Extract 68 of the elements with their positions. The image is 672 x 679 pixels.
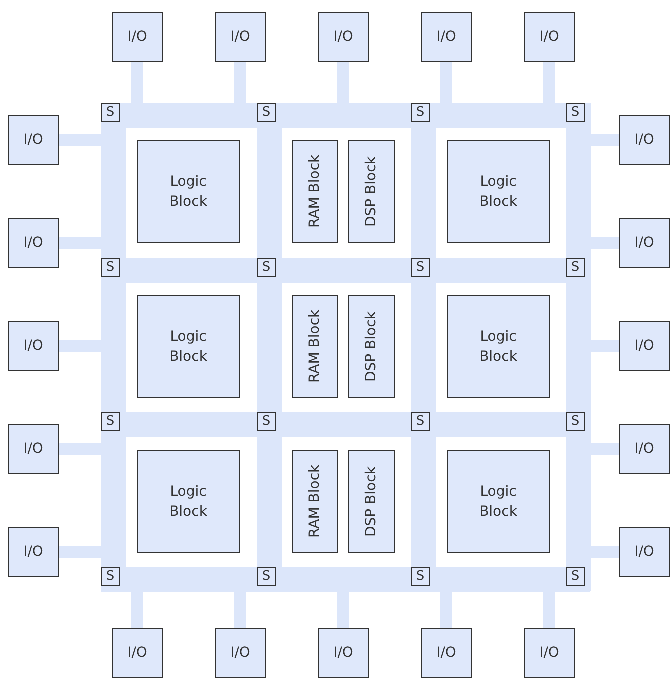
switch-box: S	[411, 412, 430, 431]
io-block: I/O	[619, 321, 670, 371]
io-block: I/O	[318, 12, 369, 62]
ram-block: RAM Block	[292, 295, 338, 398]
connection-line	[234, 591, 246, 628]
connection-line	[590, 237, 619, 249]
io-block: I/O	[112, 12, 163, 62]
switch-box: S	[101, 412, 120, 431]
logic-block: Logic Block	[447, 295, 550, 398]
connection-line	[590, 546, 619, 558]
io-block: I/O	[619, 115, 670, 165]
io-block: I/O	[8, 527, 59, 577]
dsp-block: DSP Block	[348, 450, 395, 553]
io-block: I/O	[8, 424, 59, 474]
connection-line	[590, 443, 619, 455]
logic-block: Logic Block	[137, 295, 240, 398]
switch-box: S	[411, 103, 430, 122]
io-block: I/O	[421, 628, 472, 678]
switch-box: S	[411, 258, 430, 277]
ram-block: RAM Block	[292, 450, 338, 553]
dsp-block: DSP Block	[348, 140, 395, 243]
connection-line	[544, 62, 556, 103]
io-block: I/O	[619, 527, 670, 577]
switch-box: S	[566, 103, 585, 122]
connection-line	[338, 62, 350, 103]
switch-box: S	[257, 103, 276, 122]
switch-box: S	[566, 412, 585, 431]
io-block: I/O	[318, 628, 369, 678]
switch-box: S	[257, 412, 276, 431]
io-block: I/O	[8, 115, 59, 165]
switch-box: S	[101, 258, 120, 277]
io-block: I/O	[619, 424, 670, 474]
io-block: I/O	[524, 628, 575, 678]
dsp-block: DSP Block	[348, 295, 395, 398]
connection-line	[59, 340, 101, 352]
logic-block: Logic Block	[447, 450, 550, 553]
switch-box: S	[257, 567, 276, 586]
io-block: I/O	[8, 218, 59, 268]
io-block: I/O	[215, 628, 266, 678]
connection-line	[132, 62, 144, 103]
connection-line	[590, 134, 619, 146]
connection-line	[440, 591, 452, 628]
switch-box: S	[101, 103, 120, 122]
io-block: I/O	[524, 12, 575, 62]
switch-box: S	[101, 567, 120, 586]
connection-line	[59, 237, 101, 249]
connection-line	[59, 134, 101, 146]
connection-line	[590, 340, 619, 352]
logic-block: Logic Block	[137, 450, 240, 553]
ram-block: RAM Block	[292, 140, 338, 243]
switch-box: S	[411, 567, 430, 586]
connection-line	[440, 62, 452, 103]
switch-box: S	[257, 258, 276, 277]
switch-box: S	[566, 258, 585, 277]
connection-line	[59, 443, 101, 455]
switch-box: S	[566, 567, 585, 586]
io-block: I/O	[215, 12, 266, 62]
logic-block: Logic Block	[447, 140, 550, 243]
connection-line	[132, 591, 144, 628]
io-block: I/O	[421, 12, 472, 62]
connection-line	[544, 591, 556, 628]
io-block: I/O	[8, 321, 59, 371]
connection-line	[59, 546, 101, 558]
logic-block: Logic Block	[137, 140, 240, 243]
io-block: I/O	[112, 628, 163, 678]
connection-line	[234, 62, 246, 103]
connection-line	[338, 591, 350, 628]
io-block: I/O	[619, 218, 670, 268]
